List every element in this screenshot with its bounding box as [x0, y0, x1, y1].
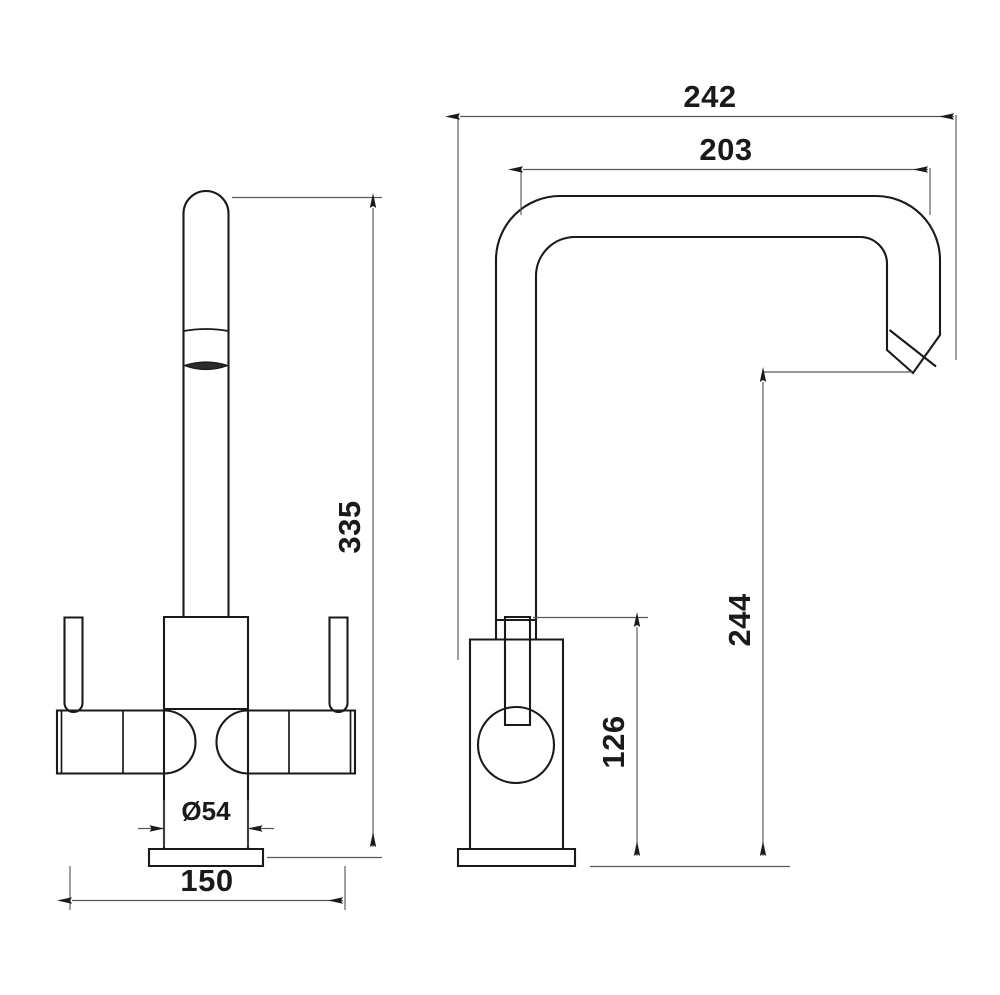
dimension-126-label: 126 — [596, 715, 631, 768]
dimension-244: 244 — [590, 367, 912, 868]
dimension-150-label: 150 — [180, 863, 233, 898]
front-center-body — [162, 615, 250, 711]
dimension-203: 203 — [508, 132, 931, 215]
dimension-126: 126 — [533, 612, 648, 856]
front-spout-column — [182, 189, 230, 619]
dimension-335: 335 — [232, 193, 382, 859]
dimension-242: 242 — [445, 79, 957, 660]
front-elevation-view: 335 150 Ø54 — [55, 189, 382, 910]
dimension-335-label: 335 — [332, 500, 367, 553]
side-spout-profile — [494, 194, 942, 622]
side-elevation-view: 242 203 244 126 — [445, 79, 957, 868]
dimension-d54: Ø54 — [138, 796, 274, 847]
front-base-plate — [147, 847, 265, 868]
dimension-203-label: 203 — [699, 132, 752, 167]
dimension-150: 150 — [57, 863, 346, 910]
side-base-plate — [456, 847, 577, 868]
dimension-242-label: 242 — [683, 79, 736, 114]
dimension-d54-label: Ø54 — [181, 796, 231, 826]
front-column-ring — [182, 361, 230, 371]
dimension-244-label: 244 — [722, 593, 757, 646]
